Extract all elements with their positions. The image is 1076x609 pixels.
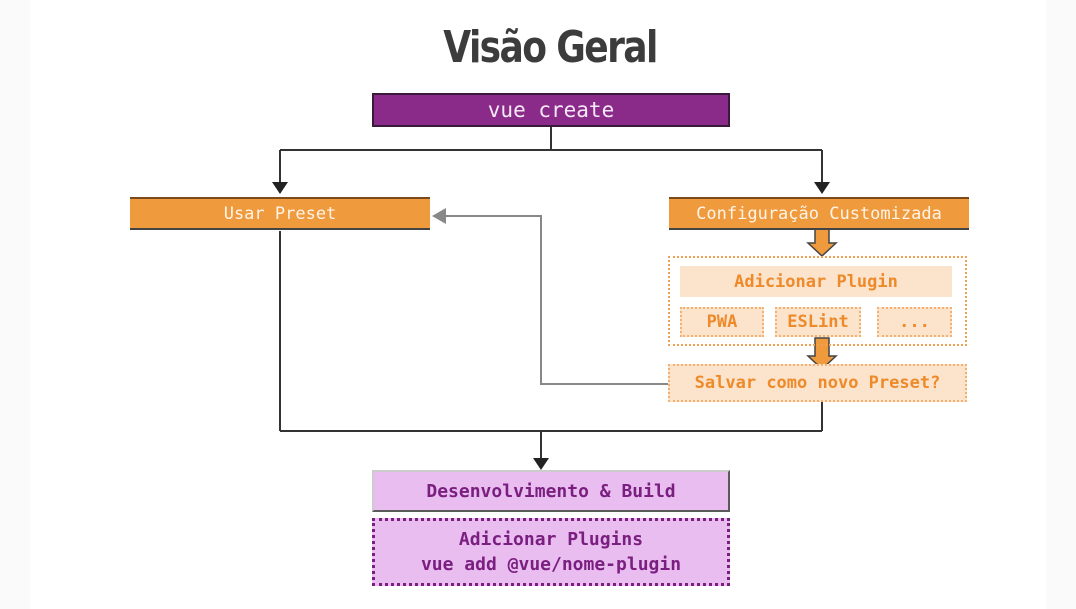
arrow-feedback-to-preset (432, 208, 446, 224)
plugin-pwa: PWA (680, 307, 764, 337)
node-salvar-preset: Salvar como novo Preset? (668, 364, 967, 402)
plugins-group (668, 256, 967, 346)
node-configuracao-customizada: Configuração Customizada (669, 197, 969, 230)
arrow-to-configuracao (814, 182, 830, 194)
node-desenvolvimento-build: Desenvolvimento & Build (372, 470, 730, 512)
node-adicionar-plugin: Adicionar Plugin (680, 266, 952, 297)
node-vue-create: vue create (372, 93, 730, 127)
left-margin-shade (0, 0, 30, 609)
right-margin-shade (1046, 0, 1076, 609)
plugin-more: ... (877, 307, 952, 337)
arrow-to-usar-preset (272, 182, 288, 194)
node-usar-preset: Usar Preset (130, 197, 430, 230)
diagram-title: Visão Geral (443, 22, 658, 73)
node-adicionar-plugins: Adicionar Plugins vue add @vue/nome-plug… (372, 518, 730, 586)
connector-feedback-to-preset (440, 215, 668, 385)
vue-add-command: vue add @vue/nome-plugin (420, 554, 682, 575)
arrow-to-desenvolvimento (533, 458, 549, 470)
adicionar-plugins-label: Adicionar Plugins (458, 529, 644, 550)
plugin-eslint: ESLint (775, 307, 861, 337)
